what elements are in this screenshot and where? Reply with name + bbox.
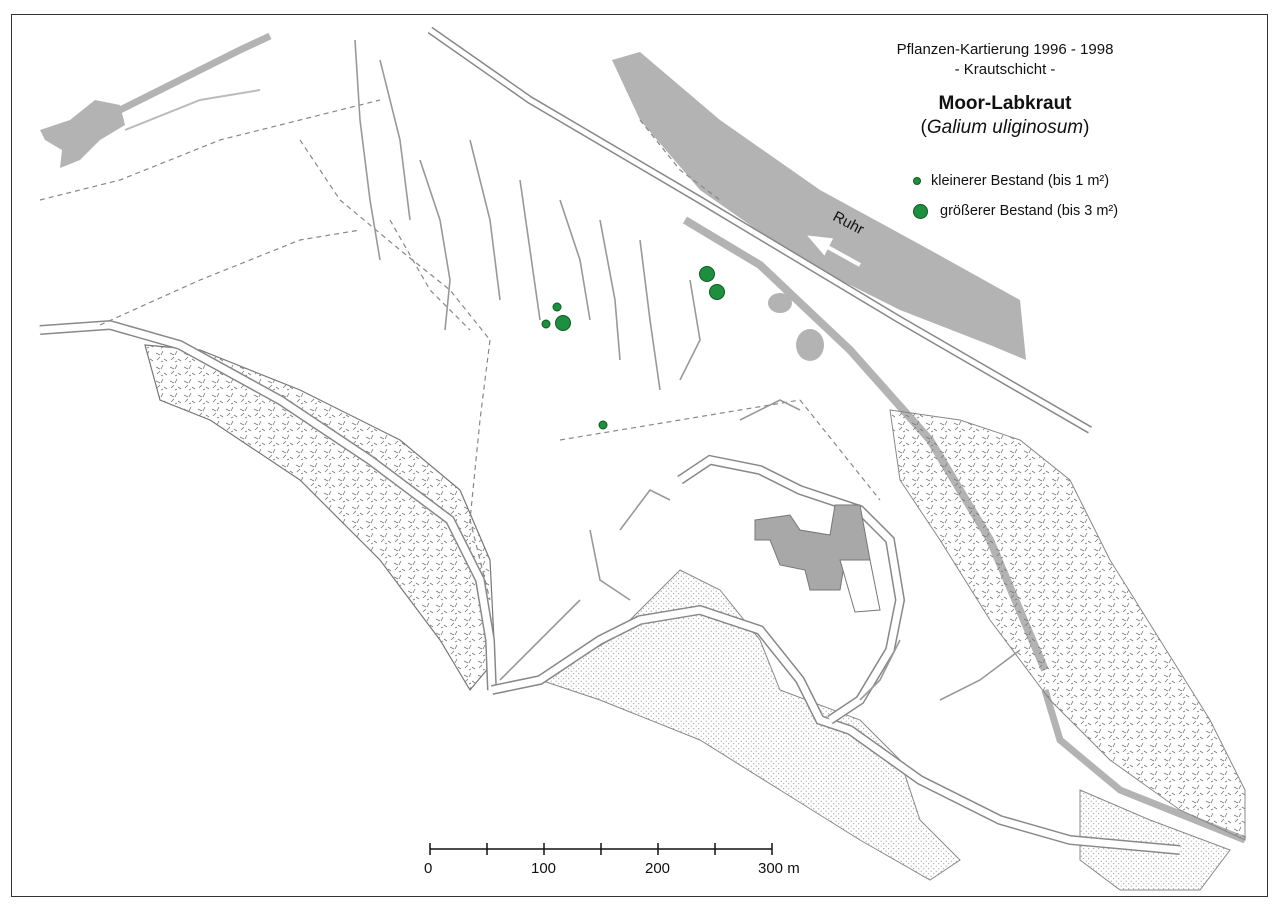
species-latin-name: (Galium uliginosum) (920, 117, 1090, 138)
scale-label-100: 100 (531, 860, 557, 877)
map-legend-header: Pflanzen-Kartierung 1996 - 1998 - Krauts… (880, 40, 1130, 140)
river-flow-arrow (807, 235, 861, 267)
footpaths (39, 99, 881, 601)
stippled-area-south (538, 569, 961, 881)
stippled-area-southeast (1079, 789, 1231, 891)
pond-northwest (40, 100, 125, 168)
pond-small-1 (768, 293, 792, 313)
stream-northwest (118, 32, 272, 114)
marker-small (552, 302, 562, 312)
marker-large (709, 284, 725, 300)
legend-small-label: kleinerer Bestand (bis 1 m²) (931, 173, 1110, 189)
scale-bar (429, 843, 773, 855)
river-ruhr (612, 52, 1026, 360)
marker-large (555, 315, 571, 331)
pond-small-2 (796, 329, 824, 361)
dashed-area-east (889, 409, 1246, 841)
legend-small-dot-icon (913, 177, 921, 185)
legend-small: kleinerer Bestand (bis 1 m²) (913, 173, 1109, 189)
species-common-name: Moor-Labkraut (938, 93, 1072, 114)
scale-label-0: 0 (424, 860, 433, 877)
marker-small (541, 319, 551, 329)
occurrence-markers (541, 266, 725, 430)
hatched-area-west (144, 344, 496, 692)
legend-large-dot-icon (913, 203, 928, 219)
building-annex (839, 559, 881, 613)
survey-title: Pflanzen-Kartierung 1996 - 1998 (896, 41, 1114, 58)
legend-large-label: größerer Bestand (bis 3 m²) (940, 203, 1119, 219)
survey-subtitle: - Krautschicht - (954, 61, 1056, 78)
marker-small (598, 420, 608, 430)
scale-label-300: 300 m (758, 860, 800, 877)
marker-large (699, 266, 715, 282)
legend-large: größerer Bestand (bis 3 m²) (913, 203, 1118, 219)
slope-ridges (354, 39, 1021, 701)
scale-label-200: 200 (645, 860, 671, 877)
